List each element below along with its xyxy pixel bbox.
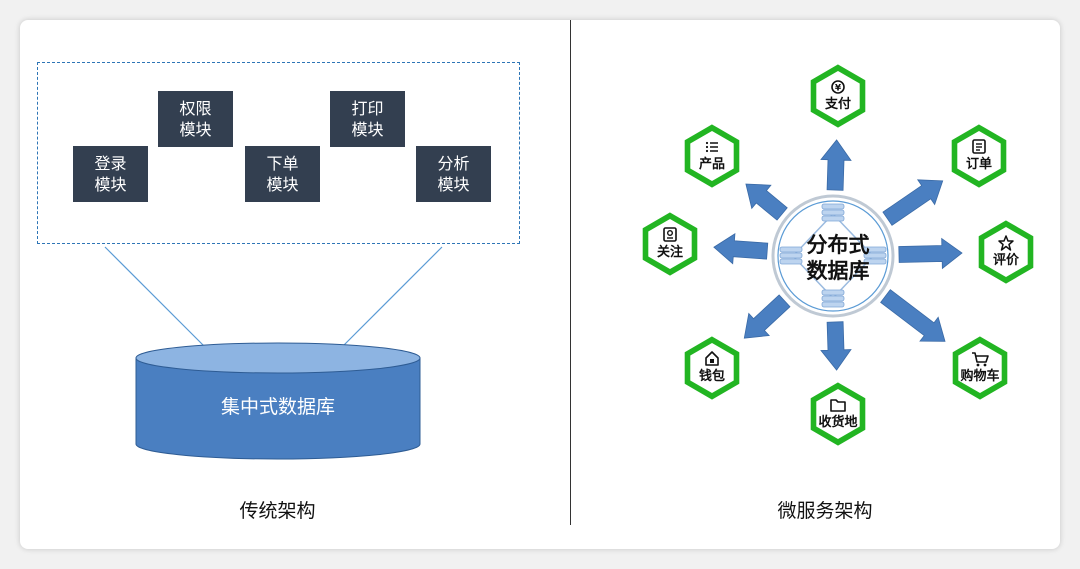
service-arrow-cart bbox=[880, 289, 946, 342]
folder-icon bbox=[830, 399, 846, 412]
service-label-product: 产品 bbox=[699, 156, 725, 172]
receipt-icon bbox=[972, 139, 986, 154]
service-node-wallet: 钱包 bbox=[684, 336, 740, 400]
traditional-caption: 传统架构 bbox=[239, 500, 316, 522]
connector-line-left bbox=[104, 246, 206, 348]
currency-icon: ¥ bbox=[831, 80, 845, 94]
svg-text:¥: ¥ bbox=[835, 84, 842, 94]
service-node-product: 产品 bbox=[684, 124, 740, 188]
service-node-follow: 关注 bbox=[642, 212, 698, 276]
service-label-follow: 关注 bbox=[657, 244, 683, 260]
service-arrow-order bbox=[882, 179, 944, 226]
section-divider bbox=[570, 20, 571, 525]
service-label-review: 评价 bbox=[993, 253, 1020, 268]
service-label-address: 收货地 bbox=[818, 414, 857, 430]
bookmark-icon bbox=[663, 227, 677, 242]
service-label-order: 订单 bbox=[966, 156, 992, 172]
service-node-cart: 购物车 bbox=[952, 336, 1008, 400]
module-login: 登录 模块 bbox=[73, 146, 148, 202]
central-database-cylinder: 集中式数据库 bbox=[135, 342, 421, 460]
module-order: 下单 模块 bbox=[245, 146, 320, 202]
service-arrow-follow bbox=[713, 232, 769, 265]
service-label-cart: 购物车 bbox=[960, 368, 999, 384]
microservice-caption: 微服务架构 bbox=[777, 500, 873, 522]
hub-label-line2: 数据库 bbox=[807, 259, 870, 283]
service-arrow-product bbox=[745, 183, 788, 221]
db-stack-icons bbox=[779, 203, 887, 308]
service-node-order: 订单 bbox=[951, 124, 1007, 188]
module-group-box bbox=[37, 62, 520, 244]
service-label-wallet: 钱包 bbox=[699, 368, 725, 384]
service-node-review: 评价 bbox=[978, 220, 1034, 284]
central-database-label: 集中式数据库 bbox=[221, 396, 335, 418]
service-node-address: 收货地 bbox=[810, 382, 866, 446]
list-icon bbox=[705, 141, 718, 153]
wallet-icon bbox=[705, 351, 719, 366]
service-arrow-address bbox=[820, 321, 852, 371]
hub-label-line1: 分布式 bbox=[807, 233, 870, 257]
distributed-database-hub: 分布式 数据库 bbox=[771, 194, 895, 318]
star-icon bbox=[998, 235, 1014, 251]
service-arrows bbox=[713, 139, 963, 371]
service-node-pay: ¥ 支付 bbox=[810, 64, 866, 128]
cart-icon bbox=[972, 352, 989, 367]
service-arrow-pay bbox=[820, 139, 852, 191]
service-arrow-review bbox=[898, 237, 963, 270]
service-arrow-wallet bbox=[743, 294, 791, 339]
module-print: 打印 模块 bbox=[330, 91, 405, 147]
module-analysis: 分析 模块 bbox=[416, 146, 491, 202]
connector-line-right bbox=[341, 246, 443, 348]
service-label-pay: 支付 bbox=[824, 96, 851, 112]
module-permission: 权限 模块 bbox=[158, 91, 233, 147]
